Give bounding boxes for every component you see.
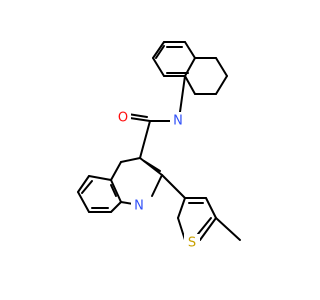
bond-line-35	[155, 45, 165, 59]
bond-line-14	[139, 120, 151, 159]
molecule-structure: O N N S	[77, 41, 241, 252]
tetrahydroquinoline-nitrogen-label-bg	[170, 112, 186, 130]
bond-line-30	[177, 217, 186, 241]
thiophene-sulfur-label-bg	[184, 234, 200, 252]
quinoline-nitrogen-label: N	[134, 199, 144, 214]
bond-line-28	[205, 197, 217, 219]
bond-line-8	[215, 75, 228, 95]
bond-line-32	[215, 217, 241, 241]
tetrahydroquinoline-nitrogen-label: N	[173, 114, 183, 129]
quinoline-nitrogen-label-bg	[131, 197, 147, 215]
molecule-canvas: O N N S	[77, 41, 241, 252]
bond-line-23	[77, 191, 90, 213]
thiophene-sulfur-label: S	[188, 236, 196, 251]
bond-line-36	[127, 113, 148, 118]
bond-line-31	[177, 197, 186, 219]
bond-line-7	[215, 57, 228, 77]
oxygen-atom-label: O	[118, 111, 128, 126]
oxygen-label-bg	[115, 109, 131, 127]
bond-line-16	[151, 174, 163, 197]
bond-line-21	[88, 175, 112, 181]
bond-line-29	[199, 217, 217, 241]
bond-line-26	[161, 174, 186, 199]
bond-line-42	[197, 217, 212, 235]
bond-line-4	[152, 57, 165, 77]
bond-line-39	[81, 180, 93, 194]
bond-line-18	[110, 179, 122, 203]
bond-line-11	[179, 75, 186, 113]
bond-layer	[77, 41, 241, 241]
bond-line-1	[184, 41, 196, 59]
bond-line-13	[129, 117, 151, 122]
bond-line-20	[120, 157, 141, 163]
bond-line-10	[184, 75, 196, 95]
bond-line-25	[110, 201, 122, 213]
bond-line-38	[110, 184, 117, 197]
atom-label-layer: O N N S	[115, 109, 200, 252]
bond-line-37	[143, 160, 161, 172]
bond-line-22	[77, 175, 90, 193]
bond-line-5	[152, 41, 165, 59]
bond-line-19	[110, 161, 122, 181]
